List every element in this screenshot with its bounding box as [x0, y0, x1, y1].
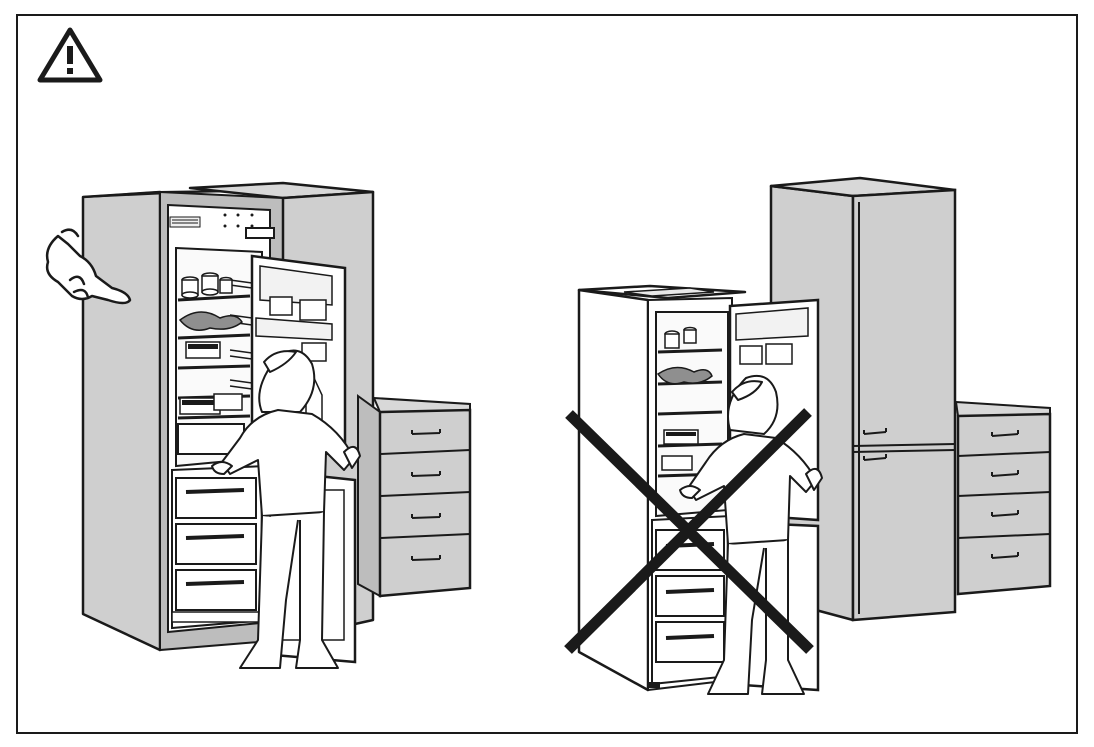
- base-cabinet-right: [954, 400, 1052, 596]
- panel-incorrect: [564, 176, 1052, 695]
- person-left: [211, 349, 361, 669]
- food-item-gray: [178, 311, 243, 331]
- jar-group: [181, 272, 233, 299]
- hinge-bracket: [245, 227, 275, 239]
- diagram-frame: [16, 14, 1078, 734]
- warning-triangle-icon: [37, 27, 103, 83]
- hand-touch-icon: [45, 228, 132, 305]
- panel-correct: [45, 181, 472, 669]
- freezer-drawers: [175, 477, 257, 611]
- person-right: [679, 374, 823, 695]
- drawer-handles: [411, 429, 441, 561]
- cross-out-icon: [564, 408, 814, 654]
- base-cabinet-left: [357, 394, 472, 598]
- fridge-interior-left: [167, 203, 275, 634]
